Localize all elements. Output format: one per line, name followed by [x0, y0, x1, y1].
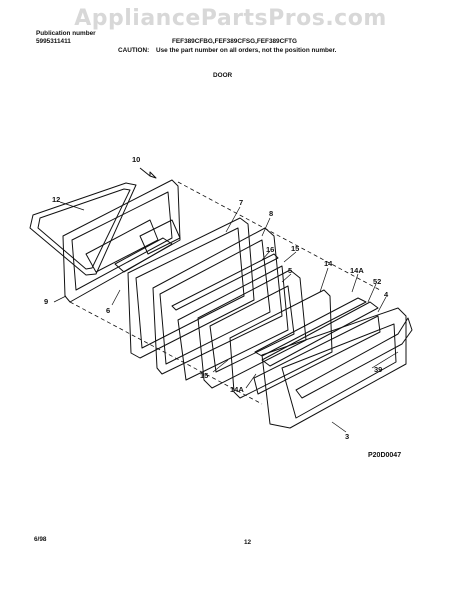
callout-14a-top: 14A: [350, 266, 364, 275]
part-7-panel: [127, 217, 255, 359]
callout-15-bottom: 15: [200, 371, 208, 380]
publication-number: 5995311411: [36, 38, 71, 45]
callout-14: 14: [324, 259, 333, 268]
callout-39: 39: [374, 365, 382, 374]
part-4-outer-glass: [253, 301, 381, 395]
callout-16: 16: [266, 245, 274, 254]
part-8-window-left: [114, 219, 181, 273]
callout-15-top: 15: [291, 244, 299, 253]
callout-9: 9: [44, 297, 48, 306]
callout-12: 12: [52, 195, 60, 204]
part-12-gasket: [29, 182, 137, 276]
callout-3: 3: [345, 432, 349, 441]
callout-52: 52: [373, 277, 381, 286]
section-title: DOOR: [213, 72, 233, 79]
figure-code: P20D0047: [368, 452, 402, 459]
caution-label: CAUTION:: [118, 47, 150, 54]
callout-4: 4: [384, 290, 389, 299]
part-14-insulation: [229, 289, 367, 399]
callout-10: 10: [132, 155, 140, 164]
part-10-screw: [139, 167, 157, 179]
callout-14a-bottom: 14A: [230, 385, 244, 394]
model-numbers: FEF389CFBG,FEF389CFSG,FEF389CFTG: [172, 38, 297, 45]
watermark: AppliancePartsPros.com: [74, 6, 387, 31]
callout-5: 5: [288, 266, 292, 275]
part-39-handle: [295, 317, 413, 399]
part-3-outer-door: [261, 307, 413, 429]
part-9-inner-liner: [62, 179, 181, 303]
callout-8-right: 8: [269, 209, 273, 218]
part-5-glass: [197, 269, 307, 389]
part-6-frame: [152, 227, 283, 375]
footer-page-number: 12: [244, 539, 252, 546]
footer-date: 6/98: [34, 536, 47, 543]
part-16-retainer: [171, 253, 289, 381]
callout-leaders: [53, 201, 399, 433]
callout-labels: 10 12 7 8 16 15 5 14 14A 52 4 9 6 15 14A…: [44, 155, 389, 441]
caution-text: Use the part number on all orders, not t…: [156, 47, 337, 54]
callout-8-left: 6: [106, 306, 110, 315]
publication-label: Publication number: [36, 30, 96, 37]
callout-7: 7: [239, 198, 243, 207]
reference-lines: [69, 181, 381, 405]
